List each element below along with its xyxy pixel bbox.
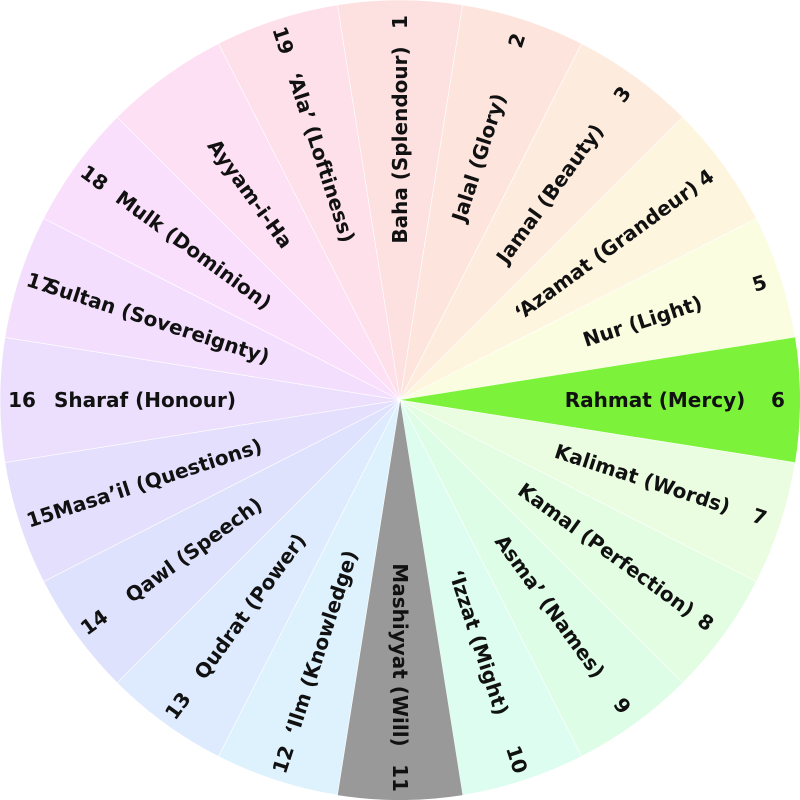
month-name: Mashiyyat (Will) xyxy=(388,563,412,746)
month-number: 16 xyxy=(8,388,36,412)
month-segment xyxy=(217,4,401,401)
month-name: Sharaf (Honour) xyxy=(54,388,236,412)
month-number: 11 xyxy=(388,764,412,792)
month-name: Baha (Splendour) xyxy=(388,46,412,243)
month-number: 1 xyxy=(388,15,412,29)
month-segment xyxy=(399,399,583,796)
month-segment xyxy=(400,337,800,463)
month-segment xyxy=(399,217,796,401)
month-number: 6 xyxy=(771,388,785,412)
month-name: Rahmat (Mercy) xyxy=(565,388,746,412)
month-segment xyxy=(337,400,463,800)
